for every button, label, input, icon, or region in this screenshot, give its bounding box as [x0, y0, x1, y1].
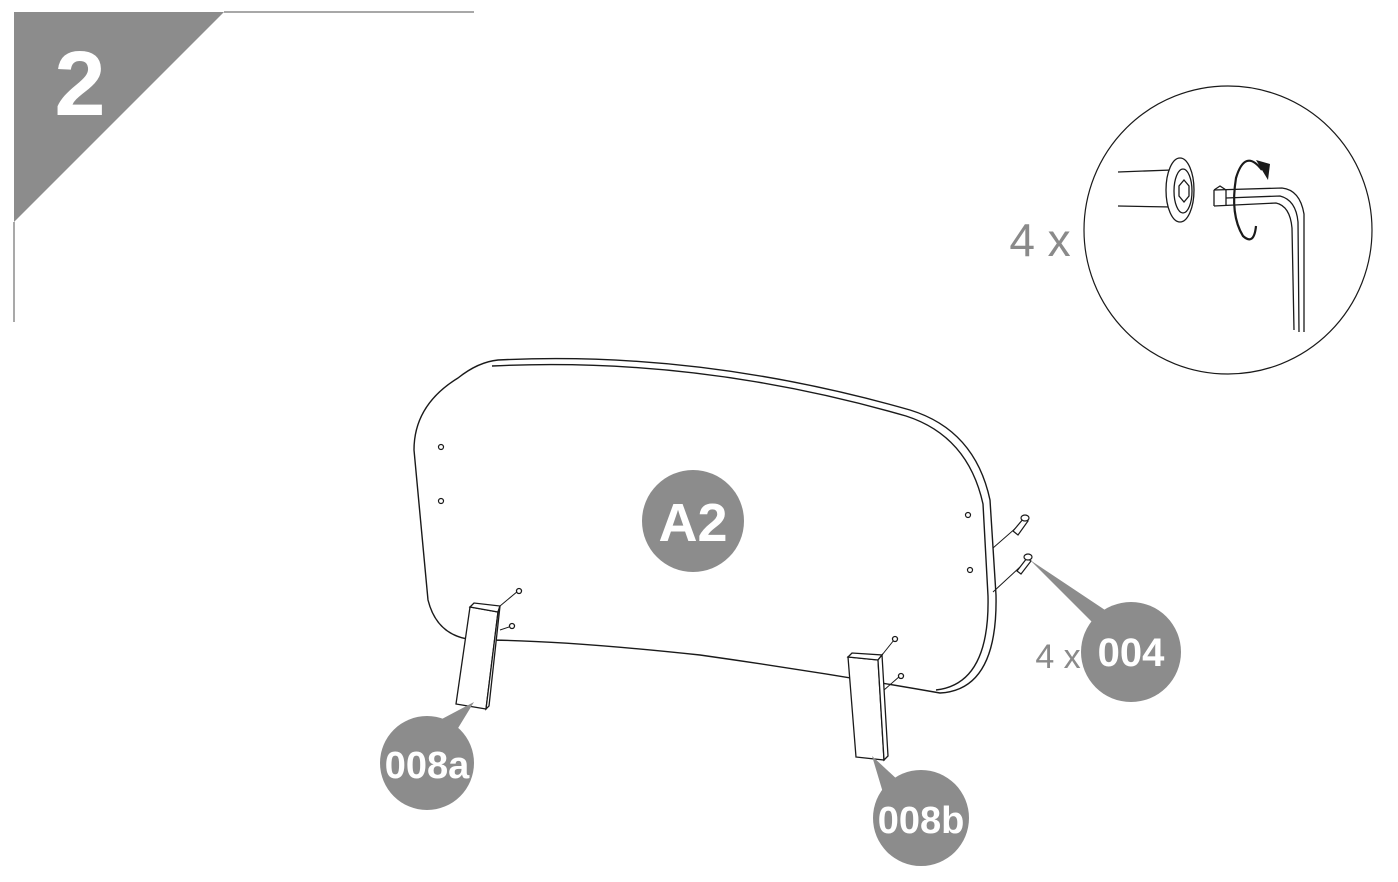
leg-008a-label: 008a [385, 745, 470, 787]
rotate-arrow-icon [1233, 159, 1270, 241]
panel-a2-label: A2 [658, 493, 727, 553]
step-number: 2 [54, 33, 105, 135]
leg-008b-callout: 008b [872, 756, 969, 866]
bolt-004-pointer [1030, 560, 1105, 628]
leg-008a-callout: 008a [380, 702, 474, 810]
bolt-004-callout: 004 4 x [1030, 560, 1181, 702]
step-marker: 2 [13, 11, 474, 322]
bolt-004-icons [1012, 514, 1033, 575]
bolt-guide-lines [992, 526, 1021, 593]
step-triangle [14, 12, 224, 222]
bolt-icon [1117, 157, 1195, 223]
hex-key-icon [1213, 185, 1305, 333]
panel-holes [437, 443, 974, 574]
leg-008a [455, 587, 523, 711]
detail-callout: 4 x [1009, 85, 1373, 375]
panel-edge [491, 363, 989, 691]
callout-quantity: 4 x [1009, 214, 1070, 266]
bolt-004-quantity: 4 x [1035, 638, 1080, 676]
bolt-004-label: 004 [1098, 631, 1165, 675]
leg-008b [846, 635, 905, 762]
panel-a2-badge: A2 [642, 470, 744, 572]
leg-008b-label: 008b [878, 800, 965, 842]
callout-circle [1083, 85, 1373, 375]
